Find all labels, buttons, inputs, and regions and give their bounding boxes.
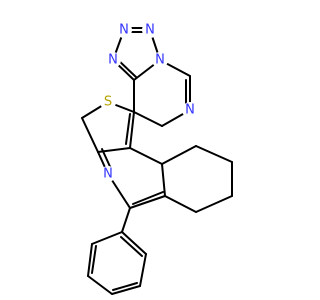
atom-label: N <box>103 167 113 182</box>
bond <box>161 163 166 197</box>
bond <box>129 111 135 149</box>
bond <box>125 113 131 145</box>
atom-label: S <box>104 95 112 110</box>
bond <box>129 195 166 209</box>
atom-label: N <box>185 103 195 118</box>
bond <box>91 231 123 245</box>
nitrogen-atom: N <box>182 102 198 118</box>
bond <box>91 245 97 274</box>
bond <box>161 145 197 165</box>
bond <box>195 145 233 163</box>
bond <box>111 285 141 295</box>
nitrogen-atom: N <box>116 22 132 38</box>
sulfur-atom: S <box>100 94 116 110</box>
atom-label: N <box>108 53 118 68</box>
nitrogen-atom: N <box>152 52 168 68</box>
atom-label: N <box>155 53 165 68</box>
bond <box>139 253 147 287</box>
nitrogen-atom: N <box>105 52 121 68</box>
bond <box>112 282 138 291</box>
bond <box>87 275 113 295</box>
bond <box>164 195 197 213</box>
bond <box>195 195 233 213</box>
bond <box>132 191 164 205</box>
atom-labels: N N N N N S N <box>100 22 198 182</box>
bond <box>121 207 131 233</box>
atom-label: N <box>145 23 155 38</box>
bond-lines <box>81 27 233 295</box>
bond <box>133 111 163 127</box>
bond <box>120 236 143 257</box>
bond <box>121 231 147 255</box>
nitrogen-atom: N <box>142 22 158 38</box>
bond <box>87 243 93 277</box>
bond <box>81 117 99 153</box>
bond <box>129 147 163 165</box>
atom-label: N <box>119 23 129 38</box>
molecule-structure: N N N N N S N <box>81 22 233 295</box>
nitrogen-atom: N <box>100 166 116 182</box>
